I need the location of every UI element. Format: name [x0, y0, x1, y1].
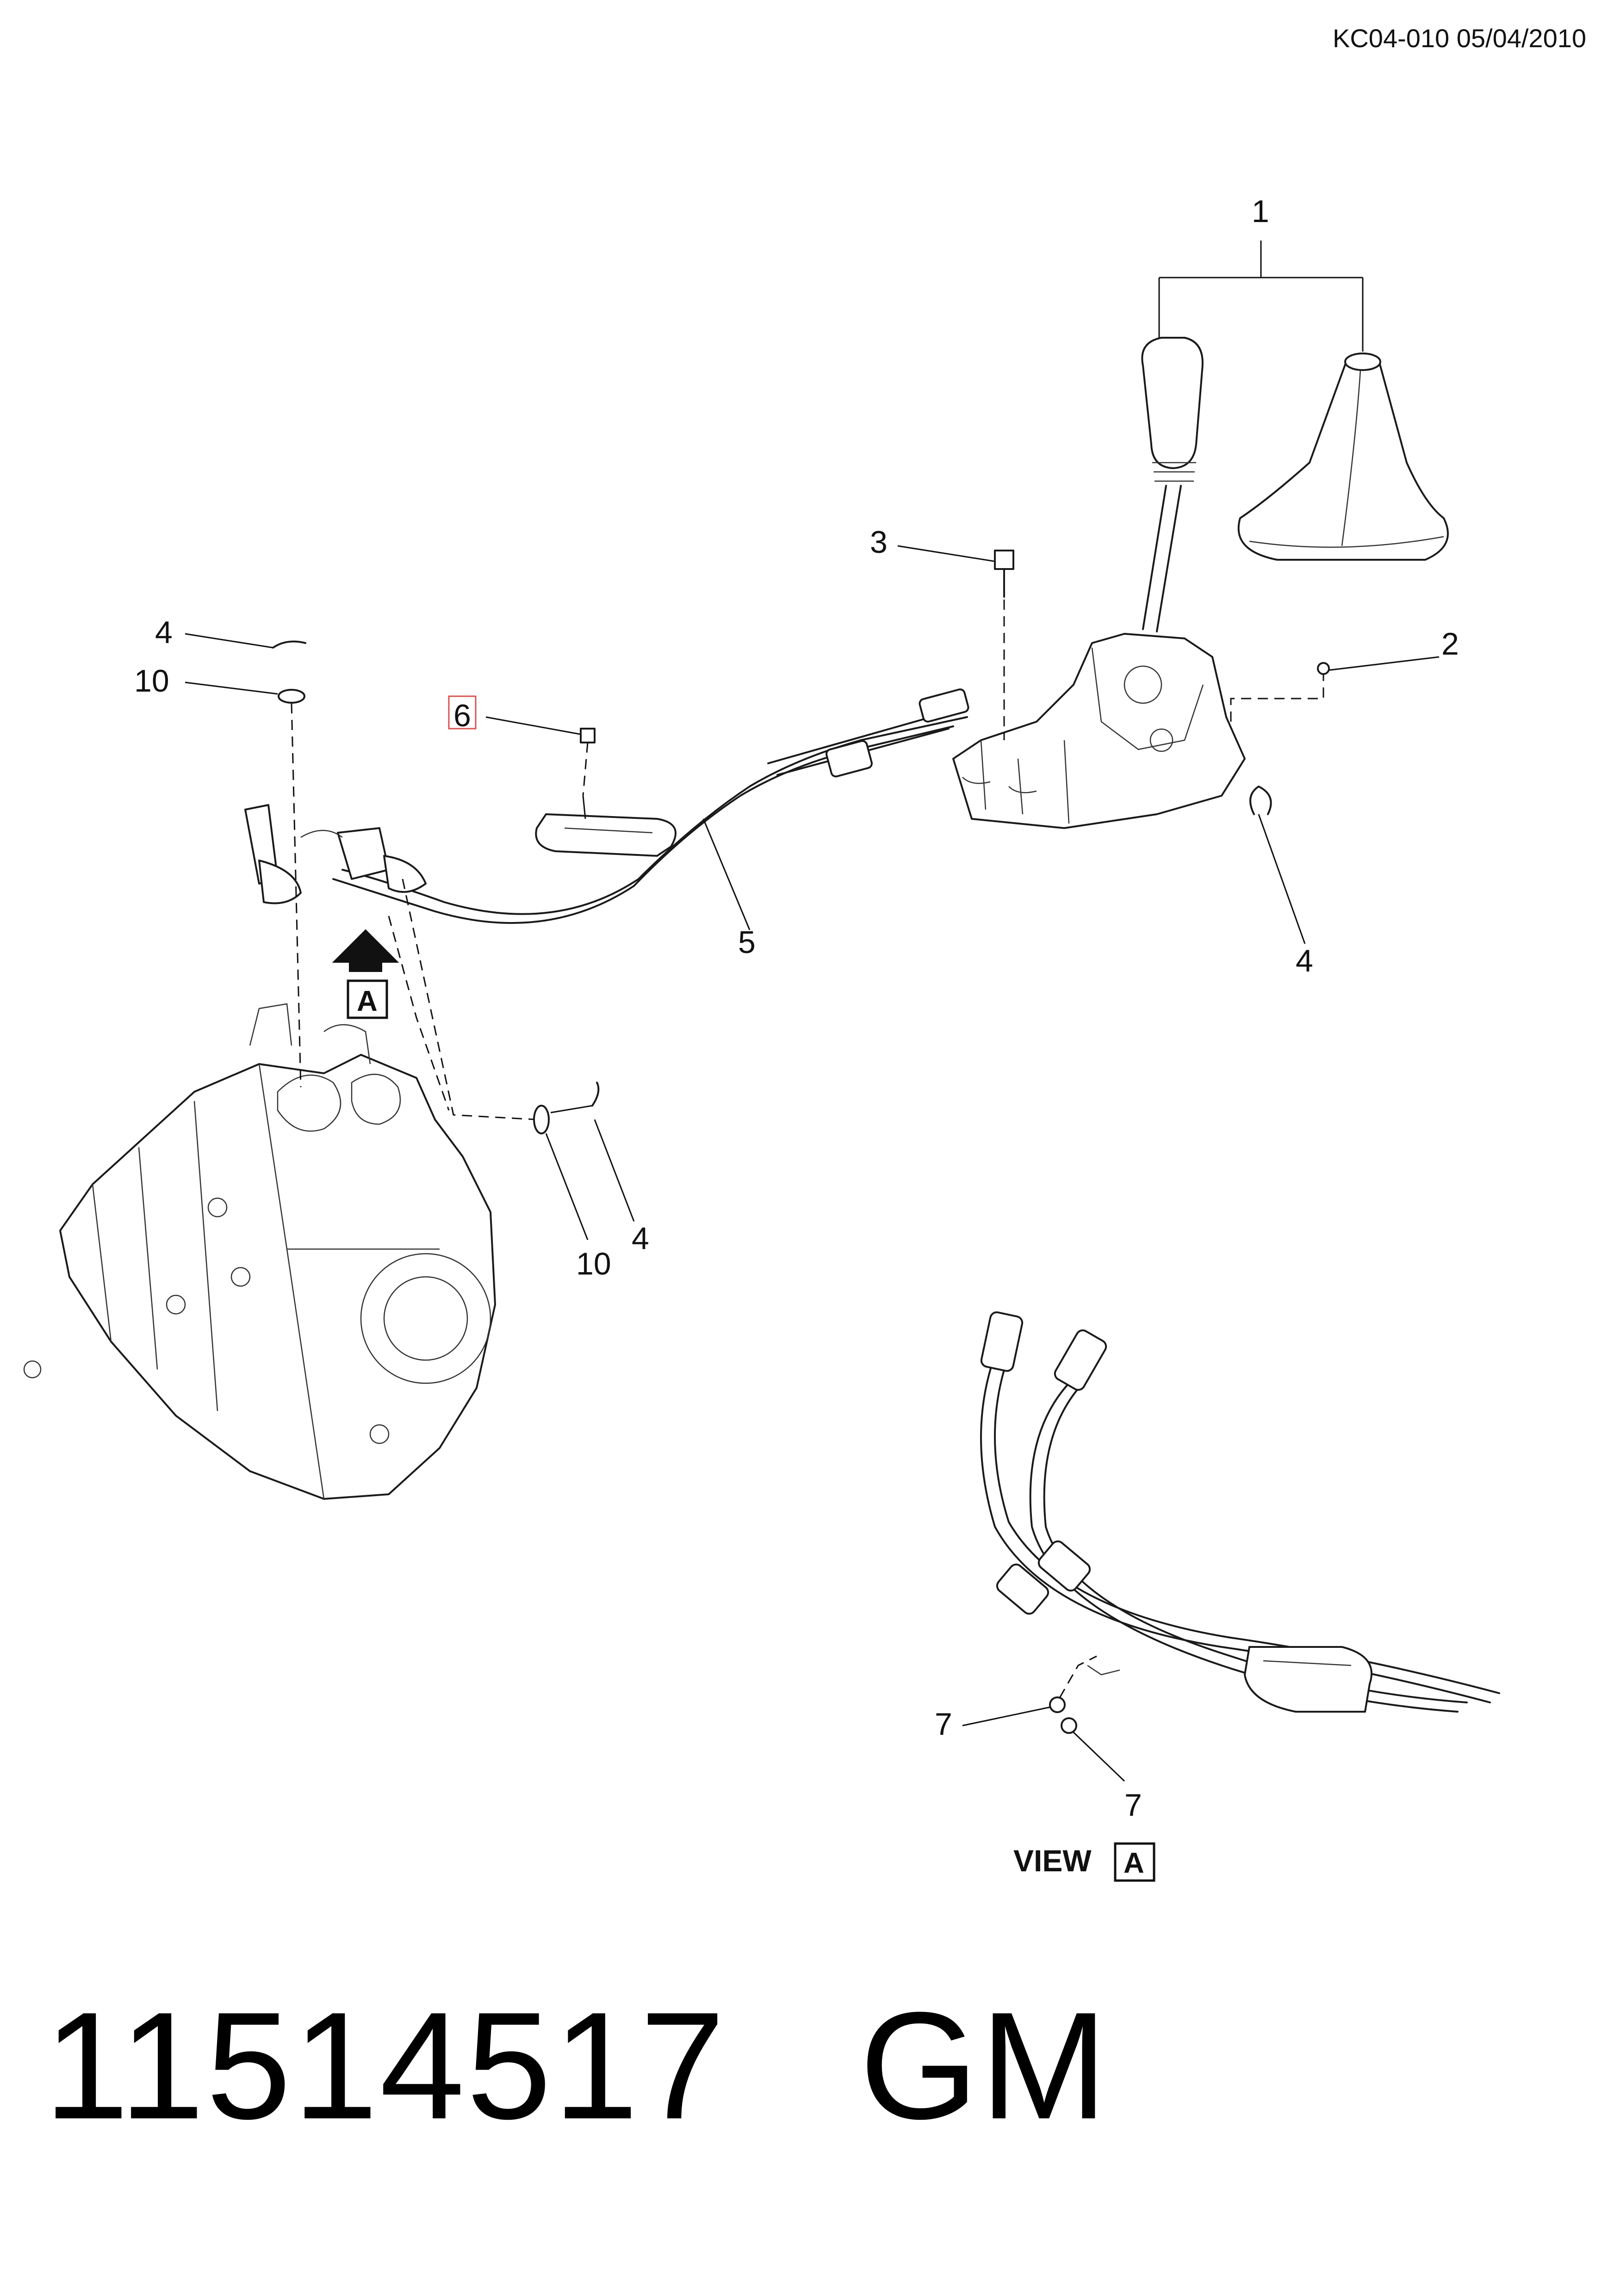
- callout-10-middle: 10: [576, 1246, 611, 1281]
- callout-7-left: 7: [935, 1707, 952, 1742]
- view-label-text: VIEW: [1013, 1844, 1092, 1878]
- callout-2: 2: [1441, 626, 1459, 662]
- brand-name: GM: [859, 1980, 1110, 2151]
- part-number: 11514517: [44, 1980, 727, 2151]
- shift-cable-assembly: [244, 688, 969, 924]
- shift-lever-assembly: [1141, 241, 1449, 632]
- callout-6: 6: [453, 698, 471, 733]
- callout-5: 5: [738, 925, 756, 960]
- view-a-detail: [980, 1311, 1500, 1713]
- callout-6-highlight-box: [448, 695, 477, 730]
- view-a-arrow-letter: A: [357, 985, 378, 1017]
- shifter-base-housing: [952, 633, 1246, 829]
- view-label-letter: A: [1124, 1847, 1144, 1879]
- part-number-footer: 11514517 GM: [44, 1989, 1109, 2142]
- callout-7-right: 7: [1124, 1788, 1142, 1823]
- drawing-reference: KC04-010 05/04/2010: [1333, 24, 1586, 53]
- transmission-housing: [23, 1003, 496, 1500]
- view-a-label: VIEW A: [1013, 1842, 1155, 1882]
- leader-lines: [185, 545, 1440, 1782]
- callout-4-top-left: 4: [155, 615, 173, 650]
- view-a-arrow: A: [332, 929, 399, 1019]
- callouts: 1 2 3 4 10 6 5 4 4 10 7 7: [134, 194, 1459, 1823]
- callout-3: 3: [870, 525, 888, 560]
- callout-1: 1: [1252, 194, 1269, 229]
- callout-4-middle: 4: [632, 1221, 649, 1256]
- callout-4-right: 4: [1296, 943, 1313, 978]
- callout-10-top-left: 10: [134, 663, 169, 699]
